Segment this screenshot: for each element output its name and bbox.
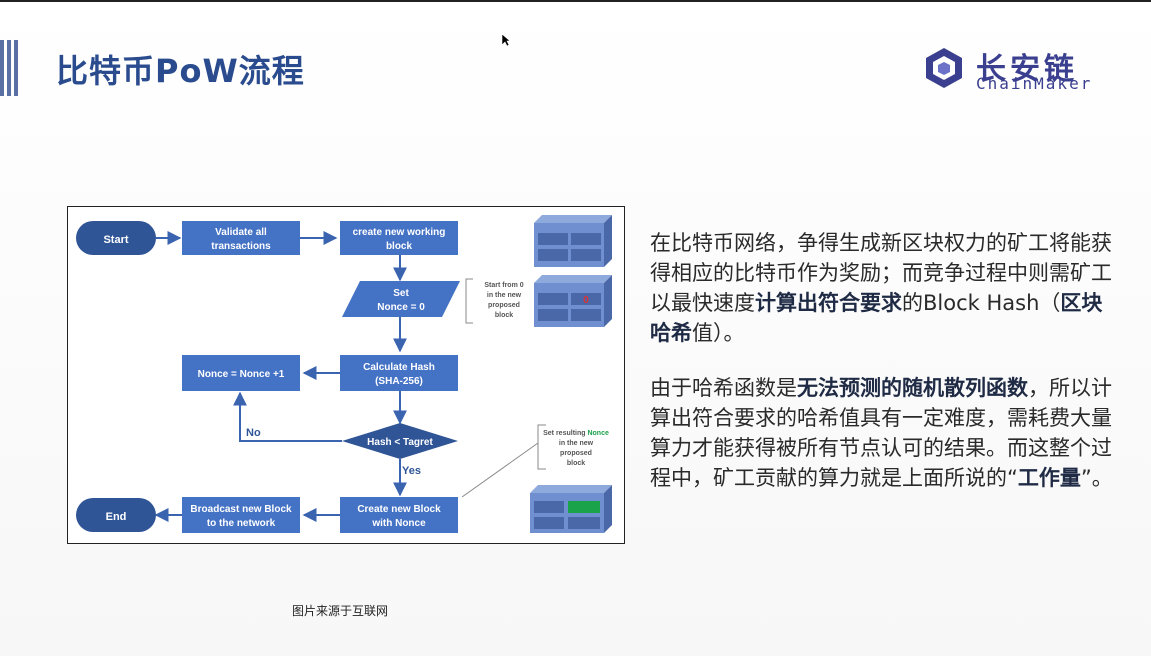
top-divider (0, 0, 1151, 2)
create-block-nonce-box (340, 497, 458, 533)
set-line-2: Nonce = 0 (377, 302, 425, 313)
note2-line-3: proposed (560, 450, 592, 457)
yes-label: Yes (402, 465, 421, 477)
p2-text-a: 由于哈希函数是 (650, 376, 797, 400)
set-line-1: Set (393, 288, 409, 299)
p1-text-e: 值）。 (692, 321, 745, 345)
block-thumbnail-2: 0 (534, 275, 612, 327)
logo-chinese-text: 长安链 (976, 52, 1078, 87)
arrow-decision-no (233, 391, 342, 442)
calc-line-2: (SHA-256) (375, 376, 423, 387)
slide-title: 比特币PoW流程 (56, 52, 305, 90)
broadcast-box (182, 497, 300, 533)
decision-label: Hash < Tagret (367, 437, 433, 448)
block-thumbnail-3 (530, 485, 612, 533)
calculate-hash-box (340, 355, 458, 391)
nonce-zero-value: 0 (583, 295, 589, 306)
end-terminal (76, 498, 156, 532)
create-working-line-2: block (386, 241, 413, 252)
note-brackets (461, 278, 546, 498)
start-label: Start (103, 234, 128, 246)
broadcast-line-2: to the network (207, 518, 276, 529)
validate-line-1: Validate all (215, 227, 267, 238)
p1-bold-compute: 计算出符合要求 (755, 291, 902, 315)
validate-box (182, 221, 300, 255)
create-working-line-1: create new working (353, 227, 446, 238)
title-accent-bars (0, 40, 20, 96)
image-source-caption: 图片来源于互联网 (292, 604, 389, 618)
flow-connectors (154, 231, 407, 522)
broadcast-line-1: Broadcast new Block (190, 504, 292, 515)
note1-line-3: proposed (488, 302, 520, 309)
p2-bold-random-hash: 无法预测的随机散列函数 (797, 376, 1028, 400)
nonce-increment-label: Nonce = Nonce +1 (198, 369, 285, 380)
p2-bold-workload: 工作量 (1017, 466, 1081, 490)
note2-line-4: block (567, 460, 585, 467)
end-label: End (106, 511, 127, 523)
chainmaker-logo-icon (926, 48, 962, 88)
flowchart-svg: Start Validate all transactions create n… (76, 215, 612, 533)
note1-line-4: block (495, 312, 513, 319)
mouse-cursor-icon (501, 33, 511, 47)
calc-line-1: Calculate Hash (363, 362, 435, 373)
hash-decision-diamond (342, 423, 458, 459)
note1-line-1: Start from 0 (484, 282, 523, 289)
p2-text-e: ”。 (1080, 466, 1113, 490)
logo-english-text: ChainMaker (976, 74, 1093, 93)
validate-line-2: transactions (211, 241, 271, 252)
nonce-increment-box (182, 355, 300, 391)
create-working-box (340, 221, 458, 255)
note2-line-2: in the new (559, 440, 594, 447)
chainmaker-logo: 长安链 ChainMaker (920, 44, 1110, 93)
p2-text-c: ，所以计算出符合要求的哈希值具有一定难度，需耗费大量算力才能获得被所有节点认可的… (650, 376, 1112, 490)
pow-flowchart: Start Validate all transactions create n… (67, 206, 625, 544)
note2-line-1: Set resulting Nonce (543, 430, 609, 437)
start-terminal (76, 221, 156, 255)
paragraph-hash-function: 由于哈希函数是无法预测的随机散列函数，所以计算出符合要求的哈希值具有一定难度，需… (650, 373, 1120, 493)
p1-bold-block-hash: 区块哈希 (650, 291, 1103, 345)
block-thumbnail-1 (534, 215, 612, 267)
paragraph-reward: 在比特币网络，争得生成新区块权力的矿工将能获得相应的比特币作为奖励；而竞争过程中… (650, 228, 1120, 348)
p1-text-a: 在比特币网络，争得生成新区块权力的矿工将能获得相应的比特币作为奖励；而竞争过程中… (650, 231, 1112, 315)
create-block-line-2: with Nonce (371, 518, 426, 529)
note1-line-2: in the new (487, 292, 522, 299)
no-label: No (246, 427, 261, 439)
p1-text-c: 的Block Hash（ (902, 291, 1061, 315)
create-block-line-1: Create new Block (357, 504, 441, 515)
set-nonce-parallelogram (342, 281, 460, 317)
